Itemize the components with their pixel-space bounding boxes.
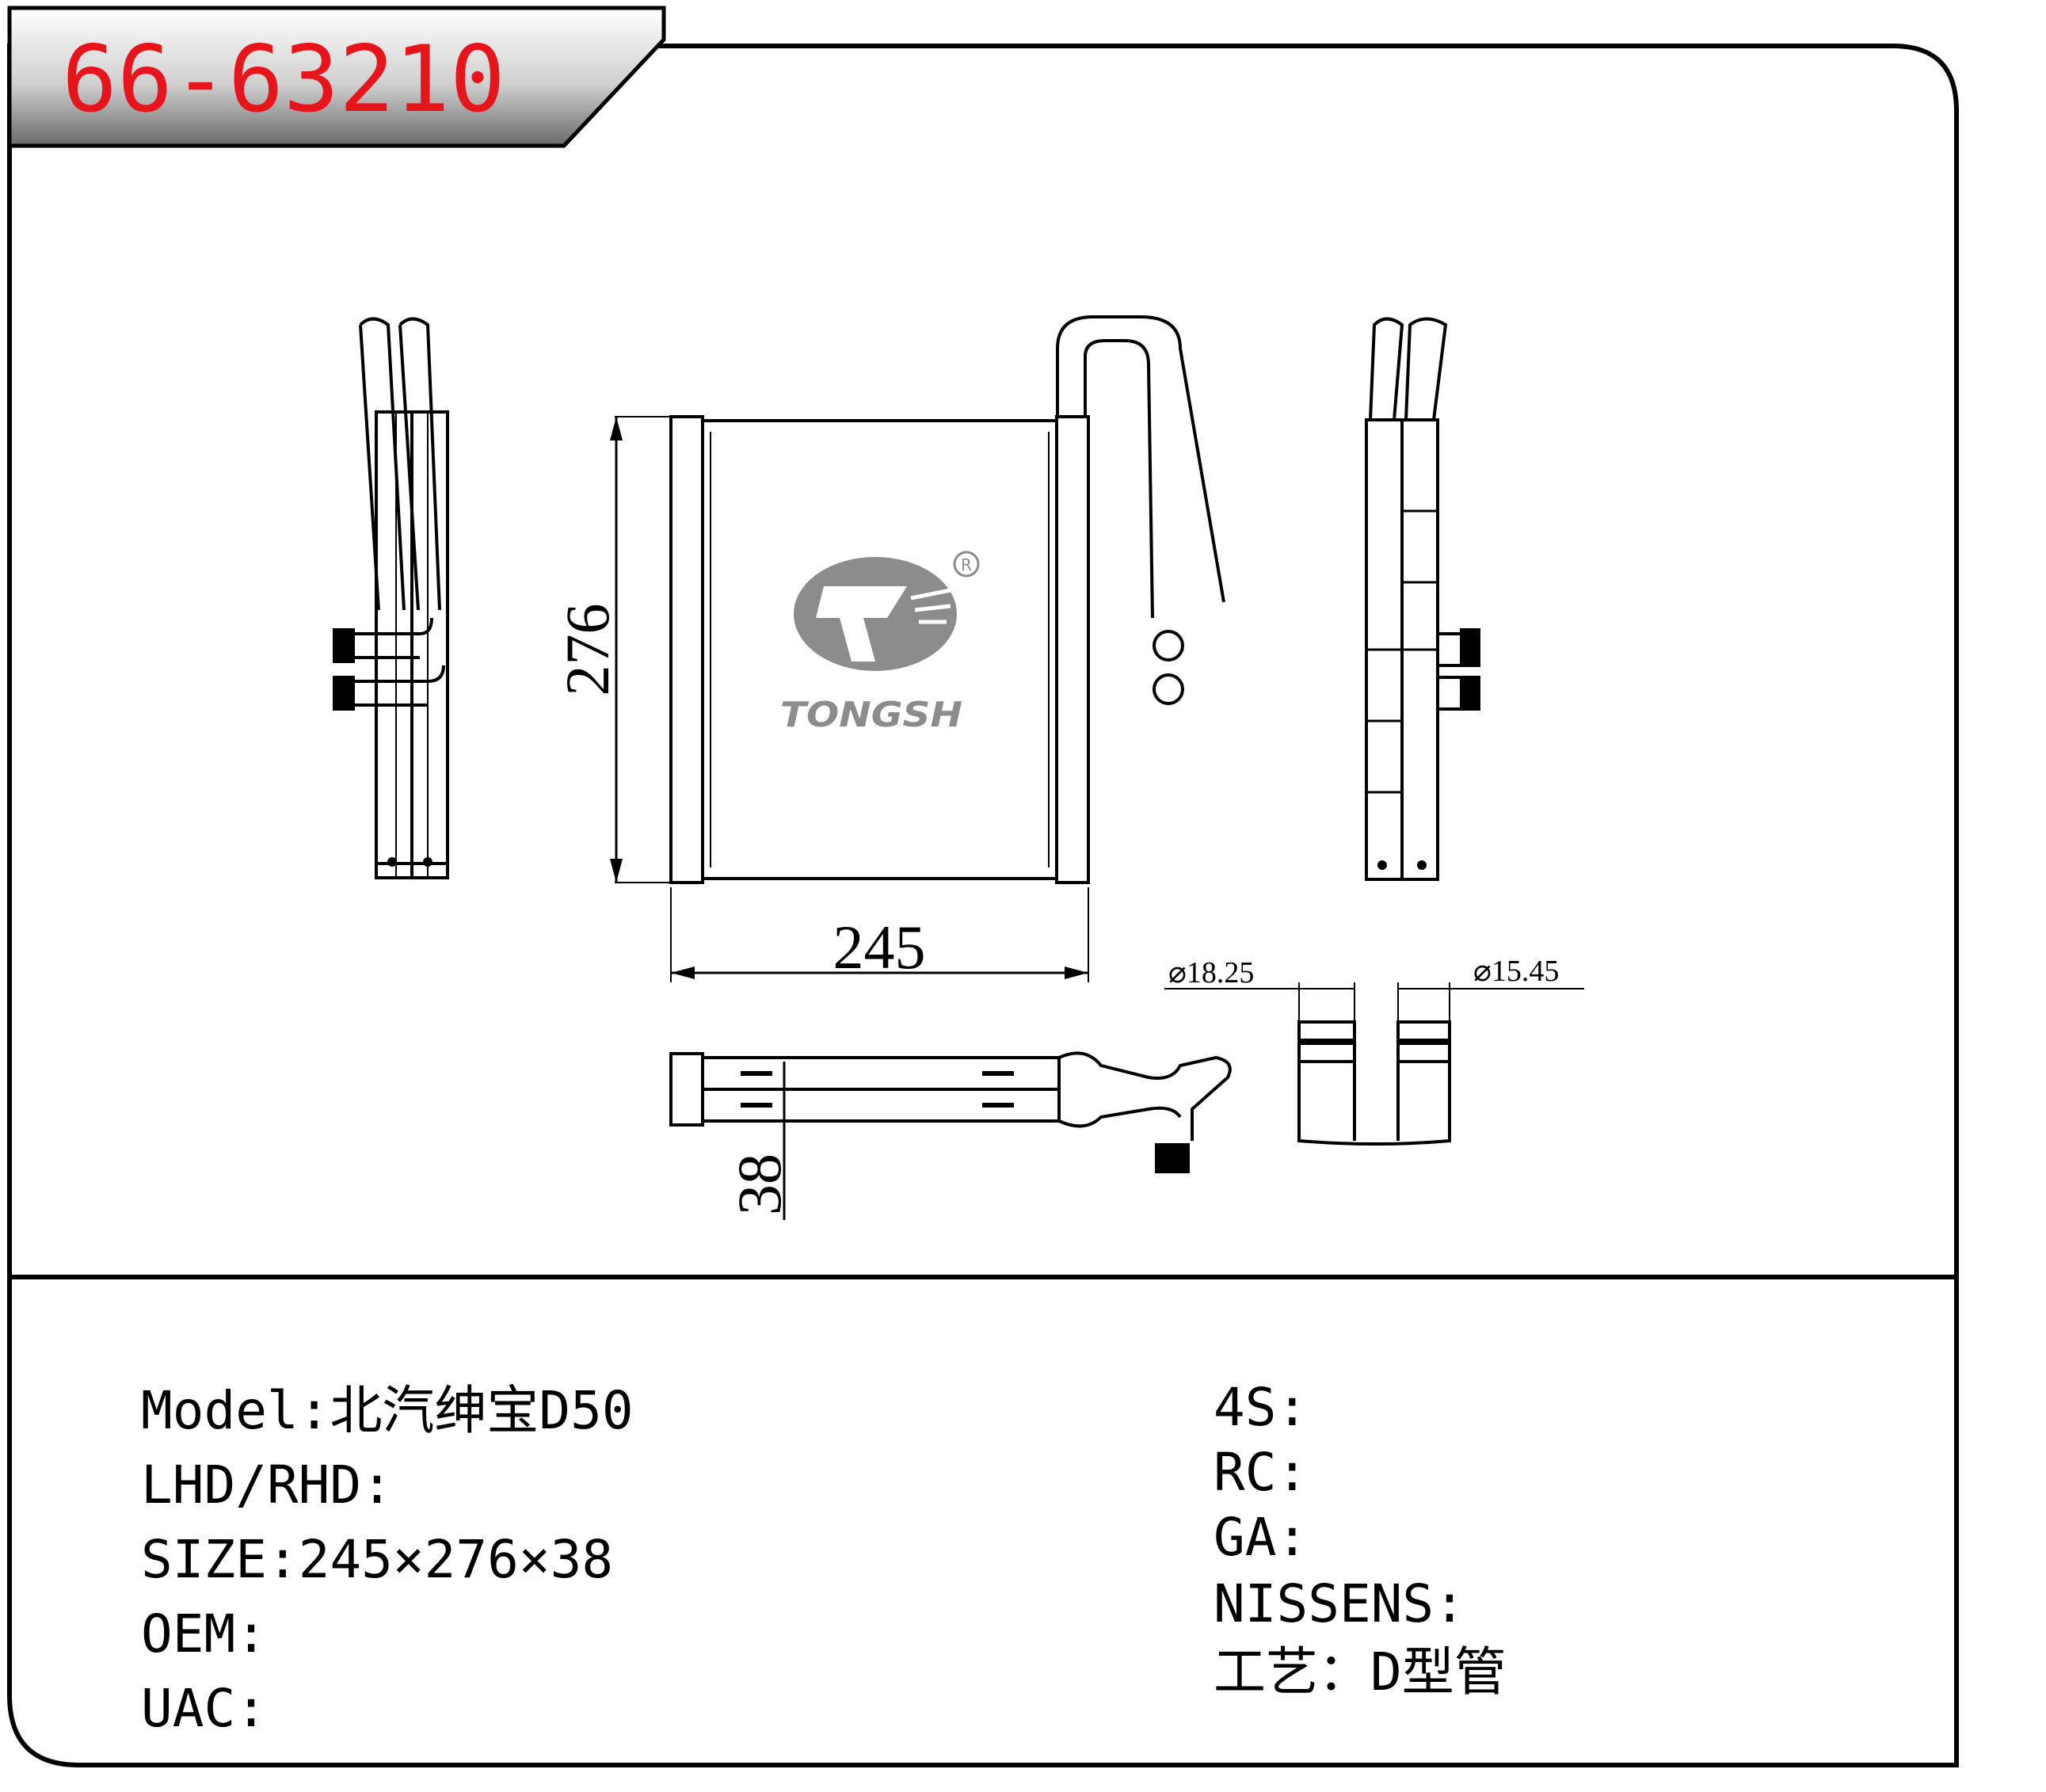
spec-label: OEM bbox=[141, 1603, 236, 1664]
part-number: 66-63210 bbox=[62, 26, 505, 133]
title-tab bbox=[7, 6, 666, 148]
width-value: 245 bbox=[833, 913, 926, 982]
outlet-diameter: ⌀15.45 bbox=[1473, 955, 1559, 988]
spec-process: 工艺：D型管 bbox=[1214, 1646, 1507, 1699]
spec-separator: : bbox=[1276, 1377, 1309, 1438]
width-dimension: 245 bbox=[670, 887, 1089, 982]
spec-label: GA bbox=[1214, 1507, 1277, 1568]
spec-separator: ： bbox=[1318, 1641, 1370, 1702]
height-dimension: 276 bbox=[553, 417, 623, 883]
spec-size: SIZE:245×276×38 bbox=[141, 1534, 613, 1586]
spec-separator: : bbox=[1276, 1507, 1309, 1568]
spec-label: 工艺 bbox=[1214, 1641, 1318, 1702]
depth-dimension: 38 bbox=[725, 1062, 794, 1220]
spec-separator: : bbox=[235, 1678, 267, 1739]
spec-uac: UAC: bbox=[141, 1683, 267, 1735]
tongsh-logo: R TONGSH bbox=[780, 551, 980, 735]
spec-label: UAC bbox=[141, 1678, 236, 1739]
spec-4s: 4S: bbox=[1214, 1382, 1308, 1434]
spec-label: RC bbox=[1214, 1442, 1277, 1503]
registered-mark: R bbox=[961, 555, 972, 574]
spec-label: LHD/RHD bbox=[141, 1455, 362, 1516]
sheet-border bbox=[7, 44, 1959, 1767]
left-side-view bbox=[333, 317, 449, 879]
spec-separator: : bbox=[266, 1529, 299, 1590]
spec-label: Model bbox=[141, 1380, 299, 1441]
inlet-diameter: ⌀18.25 bbox=[1168, 956, 1254, 989]
spec-separator: : bbox=[235, 1603, 267, 1664]
spec-nissens: NISSENS: bbox=[1214, 1578, 1465, 1630]
bottom-view bbox=[669, 1051, 1232, 1173]
depth-value: 38 bbox=[725, 1153, 794, 1215]
height-value: 276 bbox=[553, 604, 622, 696]
front-view bbox=[615, 315, 1225, 884]
logo-brand: TONGSH bbox=[780, 695, 962, 735]
spec-value: 245×276×38 bbox=[298, 1529, 614, 1590]
spec-separator: : bbox=[298, 1380, 330, 1441]
spec-ga: GA: bbox=[1214, 1512, 1308, 1564]
spec-separator: : bbox=[1276, 1442, 1309, 1503]
spec-label: NISSENS bbox=[1214, 1573, 1434, 1634]
spec-separator: : bbox=[1434, 1573, 1465, 1634]
spec-model: Model:北汽绅宝D50 bbox=[141, 1385, 634, 1437]
spec-value: 北汽绅宝D50 bbox=[330, 1380, 634, 1441]
spec-rc: RC: bbox=[1214, 1447, 1308, 1499]
spec-value: D型管 bbox=[1370, 1641, 1507, 1702]
spec-separator: : bbox=[361, 1455, 393, 1516]
spec-label: 4S bbox=[1214, 1377, 1277, 1438]
fittings-detail bbox=[1164, 982, 1584, 1146]
spec-lhd-rhd: LHD/RHD: bbox=[141, 1459, 393, 1512]
right-side-view bbox=[1365, 317, 1480, 881]
spec-oem: OEM: bbox=[141, 1608, 267, 1660]
spec-label: SIZE bbox=[141, 1529, 267, 1590]
